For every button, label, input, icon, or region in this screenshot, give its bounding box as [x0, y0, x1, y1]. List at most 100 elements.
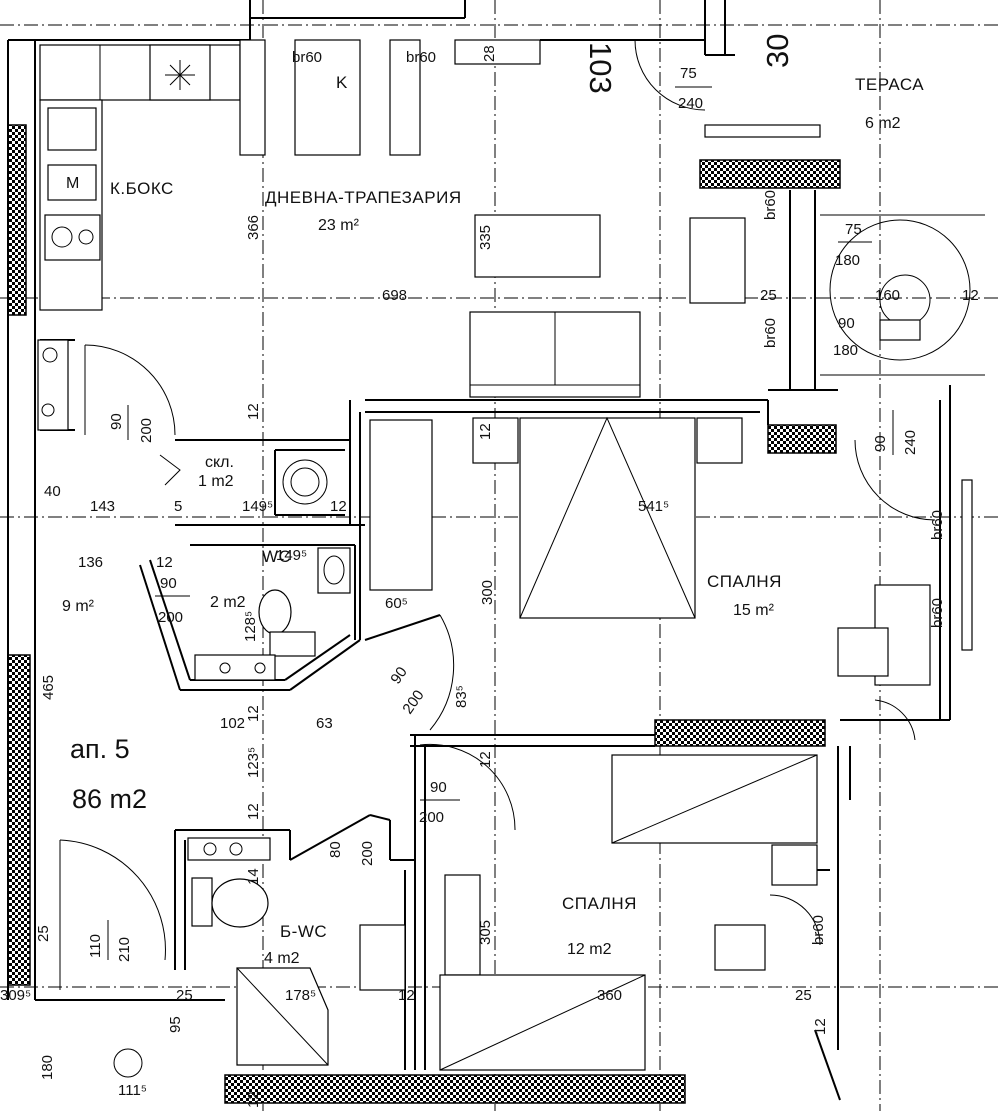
apartment-label: ап. 5: [70, 734, 130, 764]
dimension: 309⁵: [0, 987, 31, 1004]
dimension: 698: [382, 287, 407, 304]
dimension: 111⁵: [118, 1082, 147, 1099]
dimension: 28: [481, 45, 498, 62]
window-labels: br60 br60 br60 br60 br60 br60 br60: [292, 49, 946, 945]
door-height: 240: [678, 95, 703, 112]
dimension: 60⁵: [385, 595, 408, 612]
unit-number: 103: [583, 42, 618, 94]
door-height: 240: [902, 430, 919, 455]
dimension: 83⁵: [453, 685, 470, 708]
wall-west-top: [7, 124, 27, 316]
window-label: br60: [762, 318, 779, 348]
door-width: 80: [327, 841, 344, 858]
microwave-label: M: [66, 175, 79, 192]
dimension: 12: [245, 403, 262, 420]
bedroom2-chair: [714, 924, 766, 971]
storage-label: скл.: [205, 454, 234, 471]
door-width: 90: [872, 435, 889, 452]
dimension: 5: [174, 498, 182, 515]
wardrobe: [369, 419, 433, 591]
double-bed: [519, 417, 696, 619]
dimension: 541⁵: [638, 498, 669, 515]
bath-toilet-icon: [211, 878, 269, 928]
bath-washbasin: [187, 837, 271, 861]
entry-column: [113, 1048, 143, 1078]
window-label: br60: [810, 915, 827, 945]
bedroom2-shelf: [771, 844, 818, 886]
living-furniture: [239, 39, 746, 398]
terrace-label: ТЕРАСА: [855, 75, 924, 94]
dimension: 12: [812, 1018, 829, 1035]
dimension: 12: [245, 803, 262, 820]
wc-fixtures: [194, 459, 351, 681]
bedroom1-area: 15 m²: [733, 602, 775, 619]
fridge-icon: [294, 39, 361, 156]
dimension: 136: [78, 554, 103, 571]
window-label: br60: [929, 510, 946, 540]
chair: [837, 627, 889, 677]
door-width: 90: [108, 413, 125, 430]
fridge-label: K: [336, 73, 348, 92]
window-frame-top: [454, 39, 541, 65]
dimension: 12: [962, 287, 979, 304]
door-swings: [59, 39, 936, 990]
dimension: 12: [330, 498, 347, 515]
dimension: 180: [39, 1055, 56, 1080]
washbasin-icon: [317, 547, 351, 594]
stove-icon: [44, 214, 101, 261]
bedroom2-area: 12 m2: [567, 941, 612, 958]
fan-icon: [165, 60, 195, 90]
terrace-area: 6 m2: [865, 115, 901, 132]
door-height: 200: [158, 609, 183, 626]
terrace-furniture: [820, 214, 985, 376]
bedroom2-label: СПАЛНЯ: [562, 894, 637, 913]
wc-label: WC: [262, 547, 291, 566]
door-height: 200: [399, 687, 427, 717]
kitchen-fixtures: [37, 44, 241, 431]
entrance: [35, 999, 225, 1078]
door-width: 90: [387, 664, 410, 687]
door-width: 75: [845, 221, 862, 238]
door-height: 200: [419, 809, 444, 826]
window-label: br60: [292, 49, 322, 66]
laundry-unit: [359, 924, 406, 991]
outer-walls: [7, 0, 951, 1104]
door-height: 200: [359, 841, 376, 866]
terrace-table-clearance: [829, 219, 971, 361]
door-width: 110: [87, 934, 104, 958]
coffee-table: [474, 214, 601, 278]
dimension: 335: [477, 225, 494, 250]
dimension: 30: [760, 34, 795, 68]
bathroom-area: 4 m2: [264, 950, 300, 967]
radiator: [961, 479, 973, 651]
wall-west-bottom: [7, 654, 31, 986]
dimension: 360: [597, 987, 622, 1004]
dimension: 40: [44, 483, 61, 500]
armchair: [689, 217, 746, 304]
bedroom1-label: СПАЛНЯ: [707, 572, 782, 591]
storage-area: 1 m2: [198, 473, 234, 490]
apartment-area: 86 m2: [72, 784, 147, 814]
wall-bedroom-divider: [654, 719, 826, 747]
sink-icon: [47, 107, 97, 151]
dimension-labels: 366 335 698 30 28 25 160 12 12 12 40 14 3…: [0, 34, 979, 1108]
chair: [389, 39, 421, 156]
dimension: 178⁵: [285, 987, 316, 1004]
dimension: 95: [167, 1016, 184, 1033]
dimension: 366: [245, 215, 262, 240]
washer-icon: [282, 459, 328, 505]
dimension: 102: [220, 715, 245, 732]
door-height: 200: [138, 418, 155, 443]
toilet-icon: [258, 589, 292, 635]
dimension: 305: [477, 920, 494, 945]
dimension: 12: [477, 751, 494, 768]
dimension: 25: [35, 925, 52, 942]
chair: [239, 39, 266, 156]
dimension: 12: [477, 423, 494, 440]
dimension: 160: [875, 287, 900, 304]
door-width: 90: [430, 779, 447, 796]
door-height: 210: [116, 937, 133, 962]
dimension: 14: [245, 868, 262, 885]
